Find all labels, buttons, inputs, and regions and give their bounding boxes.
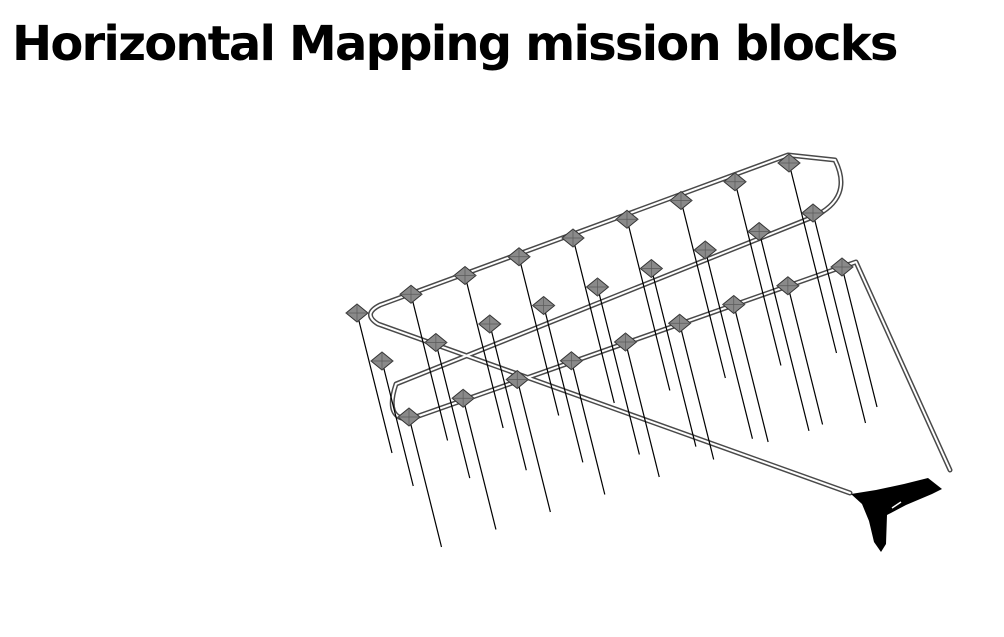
waypoint-diamond-icon (801, 203, 825, 223)
waypoint-diamond-icon (667, 313, 692, 333)
waypoint-stem (624, 341, 660, 478)
waypoint-stem (462, 398, 497, 530)
waypoint-diamond-icon (399, 284, 423, 304)
waypoint-diamond-icon (531, 295, 556, 316)
waypoint-stem (381, 360, 414, 487)
flight-path-outline (368, 152, 953, 496)
waypoint-diamond-icon (613, 332, 638, 352)
waypoint-stem (734, 181, 782, 366)
waypoint-stem (812, 212, 867, 424)
waypoint-stem (788, 162, 838, 354)
waypoint-diamond-icon (615, 209, 639, 229)
waypoint-stem (733, 304, 769, 443)
waypoint-diamond-icon (639, 258, 664, 279)
waypoint-diamond-icon (669, 190, 693, 211)
waypoint-diamond-icon (370, 351, 394, 371)
waypoint-diamond-icon (424, 332, 448, 353)
waypoint-stem (841, 266, 878, 408)
waypoint-stem (435, 342, 471, 479)
fixed-wing-drone-icon (851, 478, 942, 552)
waypoint-stem (518, 256, 560, 416)
waypoint-diamond-icon (776, 276, 800, 296)
waypoint-stem (408, 416, 443, 548)
waypoint-stem (464, 275, 504, 429)
waypoint-stem (543, 305, 584, 463)
waypoint-stem (596, 286, 640, 455)
waypoint-diamond-icon (507, 247, 531, 267)
waypoint-diamond-icon (723, 172, 747, 192)
waypoint-diamond-icon (585, 277, 610, 297)
flight-path (368, 152, 953, 496)
waypoint-stem (680, 200, 726, 379)
waypoint-diamond-icon (451, 388, 475, 408)
flight-path-inner (369, 154, 951, 494)
waypoint-stem (489, 323, 527, 471)
waypoint-stem (516, 379, 551, 513)
waypoint-stems (356, 162, 878, 548)
waypoint-stem (570, 360, 606, 495)
waypoint-diamond-icon (721, 294, 746, 315)
waypoint-diamond-icon (747, 221, 771, 242)
waypoint-diamond-icon (830, 257, 854, 277)
waypoint-stem (787, 285, 824, 425)
page-title: Horizontal Mapping mission blocks (12, 16, 898, 72)
waypoint-stem (356, 312, 393, 454)
waypoint-diamond-icon (777, 153, 801, 173)
waypoint-stem (572, 237, 615, 404)
waypoint-diamond-icon (561, 228, 585, 248)
waypoint-diamond-icon (453, 265, 477, 286)
waypoint-stem (410, 294, 449, 441)
waypoint-stem (758, 231, 810, 432)
waypoint-diamond-icon (397, 407, 421, 427)
waypoint-stem (626, 219, 671, 391)
waypoint-diamond-icon (559, 351, 584, 371)
waypoint-stem (704, 249, 754, 439)
waypoint-stem (679, 323, 715, 460)
waypoint-stem (650, 268, 697, 447)
waypoint-diamond-icon (693, 240, 718, 260)
waypoint-diamond-icon (345, 303, 369, 323)
waypoint-markers (345, 153, 854, 427)
waypoint-diamond-icon (477, 314, 502, 334)
waypoint-diamond-icon (505, 369, 530, 390)
